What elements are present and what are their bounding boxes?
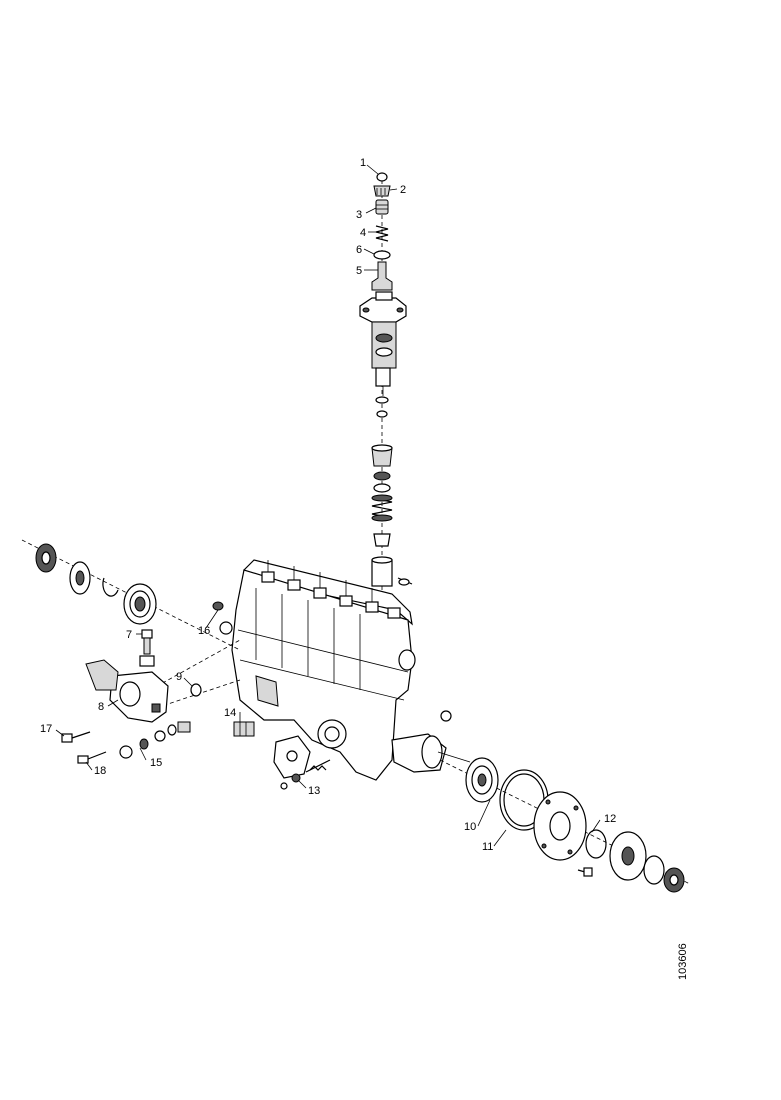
feed-pump-assembly	[61, 601, 255, 764]
part-12-seal	[585, 829, 607, 859]
callout-11: 11	[482, 841, 493, 853]
callout-4: 4	[360, 227, 366, 239]
callout-8: 8	[98, 701, 104, 713]
callout-leaders	[55, 164, 601, 847]
callout-6: 6	[356, 244, 362, 256]
plunger-spring	[371, 494, 393, 522]
spring-seat-lower	[373, 483, 391, 493]
coupling-nut	[663, 867, 685, 893]
part-2-valve-holder	[373, 185, 391, 197]
part-17-screw	[61, 731, 91, 743]
callout-2: 2	[400, 184, 406, 196]
callout-10: 10	[464, 821, 476, 833]
part-16-plug	[212, 601, 233, 635]
figure-reference-number: 103606	[677, 943, 689, 980]
callout-7: 7	[126, 629, 132, 641]
pump-barrel	[371, 321, 397, 396]
callout-15: 15	[150, 757, 162, 769]
spring-seat-upper	[373, 471, 391, 481]
pump-housing	[231, 559, 471, 781]
part-3-delivery-valve	[375, 199, 389, 215]
callout-9: 9	[176, 671, 182, 683]
part-5-valve-seat	[371, 261, 393, 291]
callout-17: 17	[40, 723, 52, 735]
o-ring-lower	[376, 410, 388, 418]
part-4-spring	[375, 225, 389, 242]
part-7-banjo-bolt	[139, 629, 155, 667]
callout-1: 1	[360, 157, 366, 169]
governor-circlip	[102, 577, 119, 597]
callout-13: 13	[308, 785, 320, 797]
governor-nut	[35, 543, 57, 573]
callout-14: 14	[224, 707, 236, 719]
callout-12: 12	[604, 813, 616, 825]
part-18-bolt	[77, 751, 107, 764]
flange-screw	[577, 867, 593, 877]
callout-labels: 1 2 3 4 6 5 7 8 9 10 11 12 13 14 15 16 1…	[40, 157, 616, 853]
fuel-inlet-fittings	[261, 560, 401, 619]
part-15-fittings	[119, 721, 191, 759]
part-6-seal-ring	[373, 250, 391, 260]
barrel-flange	[359, 291, 407, 323]
drive-flange-plate	[533, 791, 587, 861]
callout-5: 5	[356, 265, 362, 277]
governor-bearing	[123, 583, 157, 625]
part-1-nut	[376, 172, 388, 182]
coupling-hub	[609, 831, 665, 885]
lower-spring-seat	[373, 533, 391, 547]
control-sleeve	[371, 444, 393, 467]
callout-18: 18	[94, 765, 106, 777]
callout-16: 16	[198, 625, 210, 637]
governor-end-parts	[21, 539, 241, 651]
part-14-plug	[233, 721, 255, 737]
callout-3: 3	[356, 209, 362, 221]
inspection-cover	[255, 675, 279, 707]
drive-end-parts	[439, 757, 691, 893]
drive-end-hub	[391, 733, 471, 773]
o-ring-upper	[375, 396, 389, 404]
roller-tappet	[371, 556, 413, 587]
governor-washer	[69, 561, 91, 595]
pump-element-stack	[359, 172, 413, 600]
part-10-bearing	[465, 757, 499, 803]
